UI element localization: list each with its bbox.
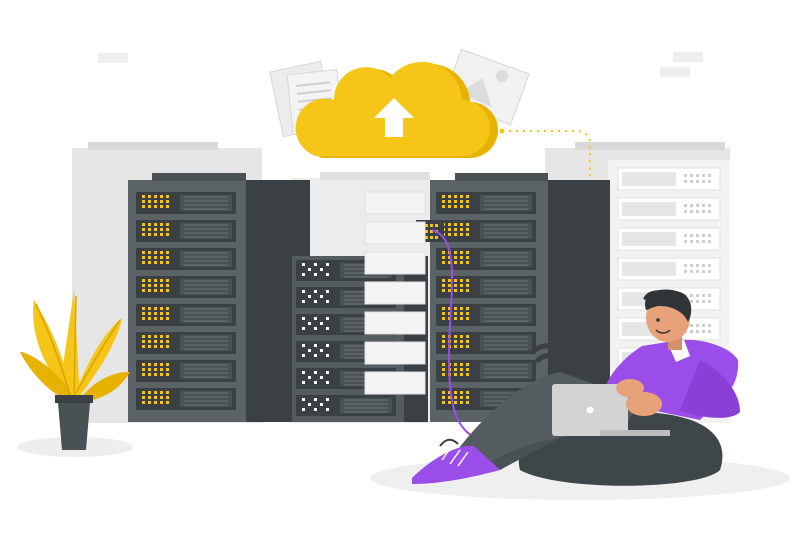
server-rack-middle xyxy=(292,256,428,422)
server-unit xyxy=(436,192,536,214)
server-unit xyxy=(136,220,236,242)
server-unit xyxy=(136,248,236,270)
background-blocks xyxy=(98,52,703,77)
cloud-upload-icon xyxy=(295,61,498,158)
server-unit xyxy=(136,360,236,382)
server-rack-left xyxy=(128,173,310,422)
server-unit xyxy=(436,220,536,242)
server-unit xyxy=(436,360,536,382)
person-with-laptop xyxy=(412,289,740,486)
server-unit xyxy=(136,332,236,354)
wifi-icon xyxy=(529,343,571,371)
upload-arrow-icon xyxy=(374,98,414,137)
server-unit xyxy=(136,304,236,326)
server-unit xyxy=(436,304,536,326)
connection-line xyxy=(502,130,591,358)
server-unit xyxy=(136,192,236,214)
server-unit xyxy=(296,395,396,416)
server-unit xyxy=(136,276,236,298)
server-unit xyxy=(436,332,536,354)
potted-plant xyxy=(17,290,133,457)
server-unit xyxy=(436,248,536,270)
server-unit xyxy=(436,276,536,298)
server-unit xyxy=(136,388,236,410)
